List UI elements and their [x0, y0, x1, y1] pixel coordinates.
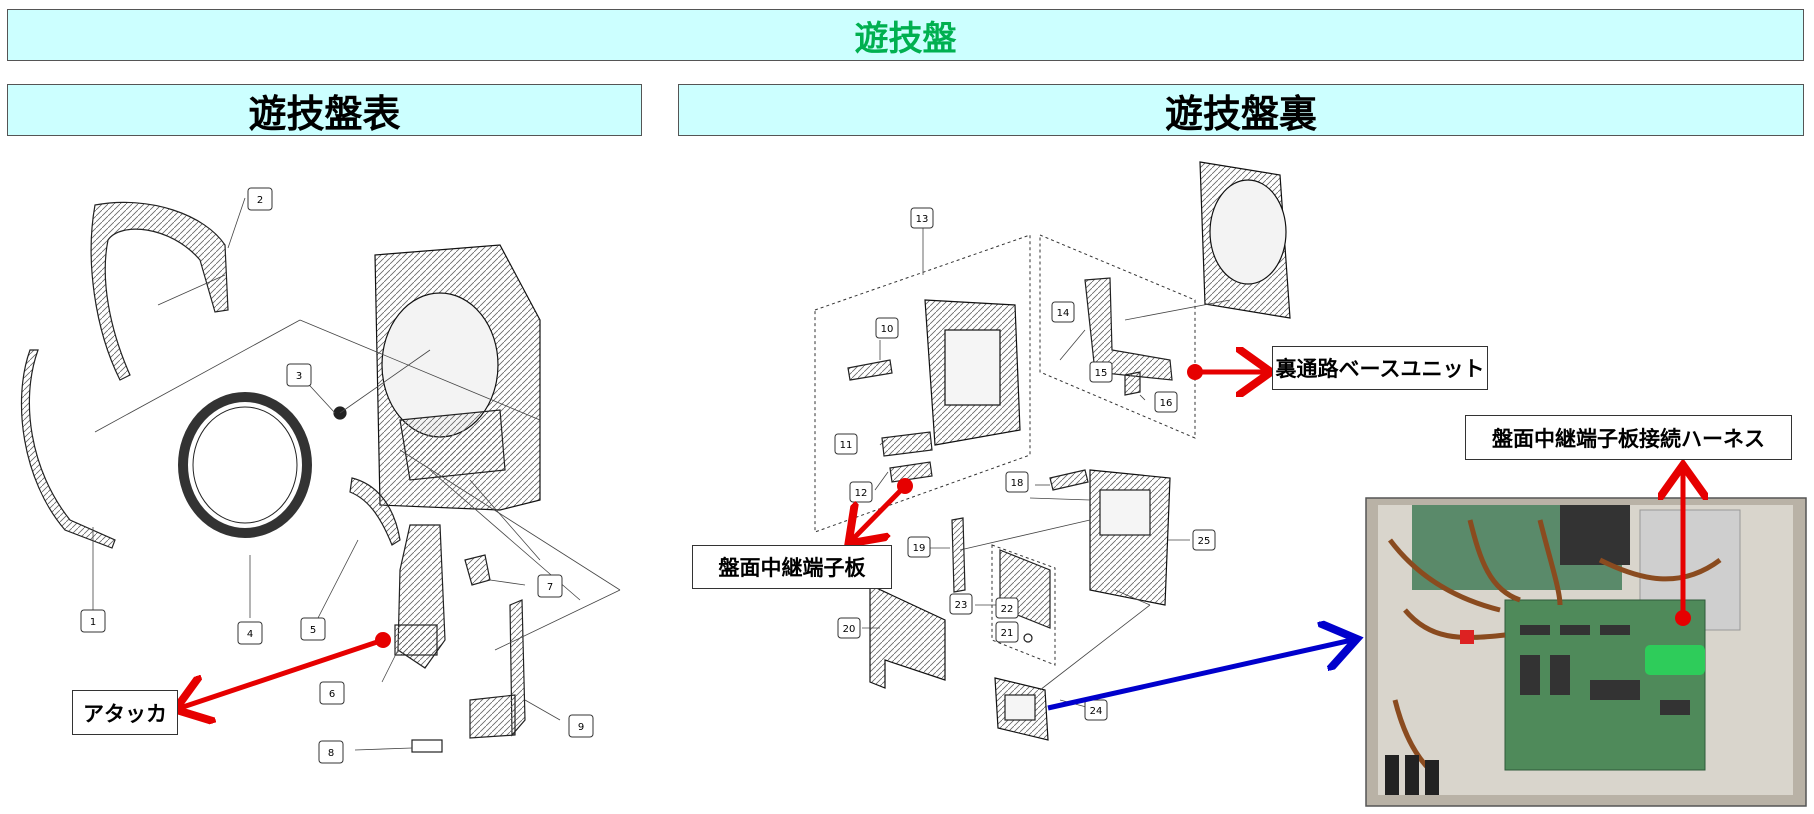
- back-section-title: 遊技盤裏: [1164, 91, 1317, 136]
- main-title-banner: 遊技盤: [7, 9, 1804, 61]
- num-label-24: 24: [1084, 699, 1108, 721]
- num-label-15: 15: [1089, 361, 1113, 383]
- pcb-photo: [1365, 497, 1807, 807]
- callout-harness: 盤面中継端子板接続ハーネス: [1465, 415, 1792, 460]
- num-label-8: 8: [318, 740, 344, 764]
- main-title: 遊技盤: [854, 18, 957, 59]
- svg-text:10: 10: [881, 324, 894, 335]
- part-7-piece: [464, 554, 491, 586]
- part-1-side-rail: [20, 349, 116, 549]
- num-label-7: 7: [537, 574, 563, 598]
- part-6-attacker: [394, 524, 446, 669]
- front-section-title: 遊技盤表: [248, 91, 401, 136]
- num-label-23: 23: [949, 593, 973, 615]
- front-parts: [20, 201, 541, 753]
- svg-text:6: 6: [329, 689, 335, 700]
- svg-text:12: 12: [855, 488, 868, 499]
- num-label-20: 20: [837, 617, 861, 639]
- svg-text:2: 2: [257, 195, 263, 206]
- svg-text:14: 14: [1057, 308, 1070, 319]
- num-label-22: 22: [995, 597, 1019, 619]
- svg-text:4: 4: [247, 629, 253, 640]
- callout-harness-text: 盤面中継端子板接続ハーネス: [1492, 426, 1765, 451]
- svg-text:5: 5: [310, 625, 316, 636]
- svg-text:25: 25: [1198, 536, 1211, 547]
- num-label-18: 18: [1005, 471, 1029, 493]
- num-label-11: 11: [834, 433, 858, 455]
- svg-text:1: 1: [90, 617, 96, 628]
- svg-text:22: 22: [1001, 604, 1014, 615]
- relay-board-arrow: [852, 478, 913, 540]
- group-21-23-box: [991, 544, 1056, 666]
- svg-text:23: 23: [955, 600, 968, 611]
- num-label-6: 6: [319, 681, 345, 705]
- part-19-piece: [951, 517, 966, 593]
- back-leader-lines: [862, 228, 1231, 709]
- part-2-arc-frame: [90, 201, 229, 381]
- part-10-piece: [847, 359, 893, 381]
- svg-text:19: 19: [913, 543, 926, 554]
- svg-text:13: 13: [916, 214, 929, 225]
- num-label-21: 21: [995, 621, 1019, 643]
- svg-text:3: 3: [296, 371, 302, 382]
- part-16-piece: [1124, 371, 1141, 396]
- part-4-ring: [178, 392, 312, 538]
- back-parts: [847, 161, 1291, 741]
- back-dashed-groups: [814, 234, 1196, 666]
- back-number-labels: 13 10 11 12 14 15 16 18 19 25 23 22 21 2…: [834, 207, 1216, 721]
- attacker-arrow: [180, 632, 391, 708]
- callout-relay-board-text: 盤面中継端子板: [718, 556, 866, 580]
- part-5-piece: [349, 477, 401, 546]
- svg-text:24: 24: [1090, 706, 1103, 717]
- num-label-12: 12: [849, 481, 873, 503]
- part-25-board: [1089, 469, 1171, 606]
- callout-back-base-unit-text: 裏通路ベースユニット: [1275, 357, 1485, 381]
- harness-arrow: [1675, 470, 1691, 626]
- callout-relay-board: 盤面中継端子板: [692, 545, 892, 589]
- part-21-screw: [1023, 633, 1033, 643]
- svg-text:21: 21: [1001, 628, 1014, 639]
- part-24-box: [994, 677, 1049, 741]
- num-label-25: 25: [1192, 529, 1216, 551]
- num-label-4: 4: [237, 621, 263, 645]
- part-13-chassis: [924, 299, 1021, 446]
- num-label-14: 14: [1051, 301, 1075, 323]
- svg-text:18: 18: [1011, 478, 1024, 489]
- group-14-16-box: [1039, 234, 1196, 439]
- callout-back-base-unit: 裏通路ベースユニット: [1272, 346, 1488, 390]
- back-section-banner: 遊技盤裏: [678, 84, 1804, 136]
- num-label-1: 1: [80, 609, 106, 633]
- front-number-labels: 1 2 3 4 5 6 7 8 9: [80, 187, 594, 764]
- svg-text:7: 7: [547, 582, 553, 593]
- part-11-piece: [881, 431, 933, 457]
- part-18-piece: [1049, 469, 1089, 491]
- back-frame: [1199, 161, 1291, 319]
- svg-text:11: 11: [840, 440, 853, 451]
- front-section-banner: 遊技盤表: [7, 84, 642, 136]
- svg-text:16: 16: [1160, 398, 1173, 409]
- part-8-piece: [469, 694, 516, 739]
- back-base-arrow: [1187, 364, 1266, 380]
- num-label-16: 16: [1154, 391, 1178, 413]
- num-label-2: 2: [247, 187, 273, 211]
- front-leader-lines: [92, 197, 621, 751]
- svg-text:20: 20: [843, 624, 856, 635]
- part-20-board: [869, 584, 946, 689]
- part-12-relay-board: [889, 461, 933, 483]
- num-label-10: 10: [875, 317, 899, 339]
- num-label-19: 19: [907, 536, 931, 558]
- num-label-9: 9: [568, 714, 594, 738]
- svg-text:8: 8: [328, 748, 334, 759]
- callout-attacker-text: アタッカ: [83, 701, 167, 726]
- photo-link-arrow: [1047, 640, 1352, 711]
- front-main-board: [374, 244, 541, 511]
- num-label-3: 3: [286, 363, 312, 387]
- num-label-5: 5: [300, 617, 326, 641]
- callout-attacker: アタッカ: [72, 690, 178, 735]
- svg-text:15: 15: [1095, 368, 1108, 379]
- svg-text:9: 9: [578, 722, 584, 733]
- num-label-13: 13: [910, 207, 934, 229]
- group-13-box: [814, 234, 1031, 533]
